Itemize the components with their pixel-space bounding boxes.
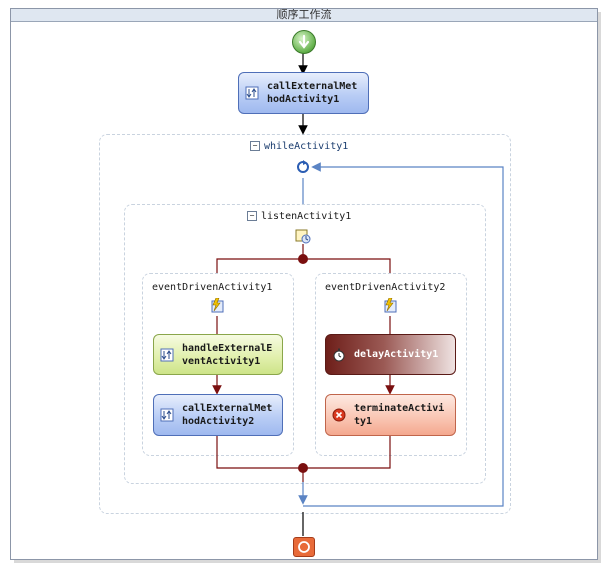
activity-label: handleExternalE ventActivity1 — [182, 342, 273, 367]
listen-activity-icon — [295, 229, 311, 244]
activity-call-external-method-1[interactable]: callExternalMet hodActivity1 — [238, 72, 369, 114]
split-branches — [216, 258, 391, 273]
activity-label: callExternalMet hodActivity1 — [267, 81, 358, 105]
listen-activity-label: listenActivity1 — [261, 211, 352, 222]
while-activity-header[interactable]: −whileActivity1 — [250, 141, 348, 152]
while-activity-label: whileActivity1 — [264, 141, 349, 152]
branch-1-title: eventDrivenActivity1 — [152, 282, 273, 293]
workflow-start-icon[interactable] — [292, 30, 316, 54]
branch-2-title: eventDrivenActivity2 — [325, 282, 446, 293]
while-loop-icon — [297, 160, 309, 173]
event-driven-icon — [211, 298, 224, 313]
activity-label: delayActivity1 — [354, 349, 439, 360]
terminate-icon — [332, 408, 346, 422]
event-driven-icon — [384, 298, 397, 313]
stopwatch-icon — [333, 348, 345, 361]
frame-shadow-right — [597, 12, 601, 560]
while-loop-back-line — [303, 162, 504, 507]
collapse-icon[interactable]: − — [250, 141, 260, 151]
workflow-stop-icon[interactable] — [293, 537, 315, 557]
listen-activity-header[interactable]: −listenActivity1 — [247, 211, 351, 222]
event-driven-branch-1[interactable] — [142, 273, 294, 456]
frame-shadow-bottom — [14, 559, 601, 563]
activity-delay[interactable]: delayActivity1 — [325, 334, 456, 375]
activity-call-external-method-2[interactable]: callExternalMet hodActivity2 — [153, 394, 283, 436]
collapse-icon[interactable]: − — [247, 211, 257, 221]
activity-handle-external-event[interactable]: handleExternalE ventActivity1 — [153, 334, 283, 375]
activity-terminate[interactable]: terminateActivi ty1 — [325, 394, 456, 436]
event-driven-branch-2[interactable] — [315, 273, 467, 456]
workflow-title: 顺序工作流 — [11, 9, 597, 22]
handle-external-event-icon — [160, 348, 174, 361]
call-external-method-icon — [245, 86, 259, 100]
activity-label: terminateActivi ty1 — [354, 403, 445, 427]
activity-label: callExternalMet hodActivity2 — [182, 403, 273, 427]
listen-activity-container[interactable] — [124, 204, 486, 484]
call-external-method-icon — [160, 408, 174, 422]
